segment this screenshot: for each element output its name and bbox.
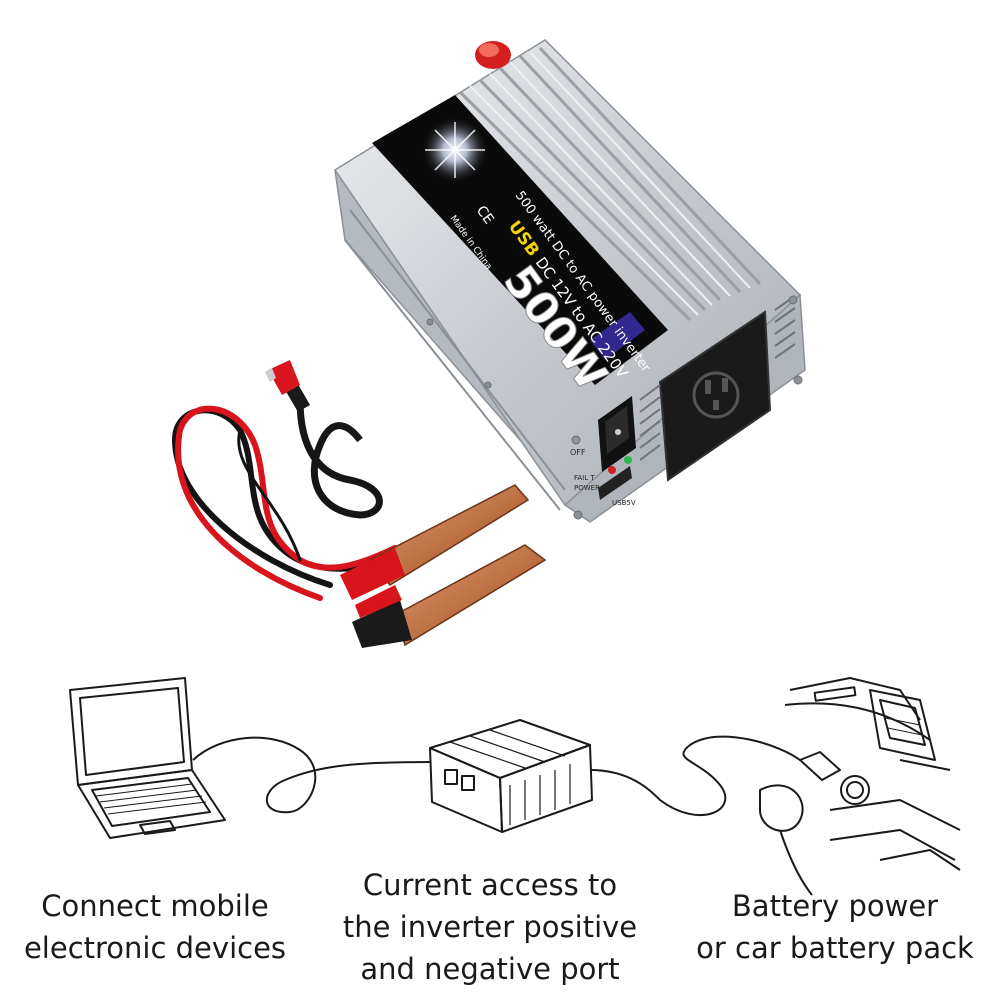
power-indicator-label: POWER (574, 484, 600, 492)
power-switch[interactable] (598, 396, 636, 472)
fault-label: FAIL T (574, 474, 595, 482)
laptop-icon (69, 677, 226, 839)
usb-port-icon (598, 466, 632, 500)
fault-led-icon (608, 466, 616, 474)
usage-diagram (69, 677, 961, 896)
red-clamp-icon (340, 484, 530, 600)
red-terminal-icon (475, 41, 511, 69)
battery-clamp-cable-icon (171, 405, 398, 601)
inverter-unit: 500 watt DC to AC power inverter USB DC … (333, 39, 806, 523)
ac-socket-icon (658, 310, 772, 482)
switch-off-label: OFF (570, 448, 586, 457)
cigarette-lighter-plug-icon (265, 360, 383, 519)
cooling-fins (458, 46, 762, 322)
car-dashboard-icon (759, 677, 961, 896)
caption-inverter-port: Current access to the inverter positive … (342, 868, 638, 986)
caption-battery-power: Battery power or car battery pack (696, 889, 974, 965)
power-led-icon (624, 456, 632, 464)
usb-port-label: USB5V (612, 499, 636, 507)
black-clamp-icon (352, 544, 547, 648)
inverter-icon (429, 719, 593, 833)
caption-connect-devices: Connect mobile electronic devices (23, 889, 287, 965)
